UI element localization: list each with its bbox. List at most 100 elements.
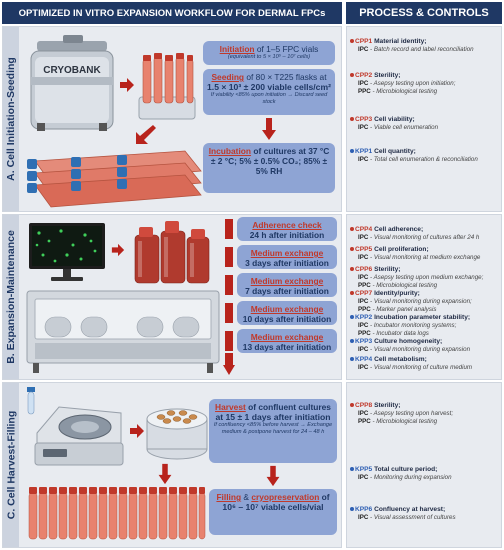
control-item-kpp6: KPP6 Confluency at harvest;IPC - Visual …: [350, 506, 500, 522]
bullet-icon: [350, 149, 354, 154]
tube-icon: [27, 387, 35, 415]
control-check: IPC - Visual monitoring during expansion…: [358, 298, 472, 306]
section-expansion-maintenance: B. Expansion-Maintenance: [2, 214, 342, 380]
control-check: PPC - Incubator data logs: [358, 329, 429, 337]
arrow-down-icon: [266, 465, 280, 487]
controls-panel-c: [346, 382, 502, 548]
bullet-icon: [350, 39, 354, 44]
control-id: CPP4: [355, 226, 373, 233]
step-harvest: Harvest of confluent cultures at 15 ± 1 …: [209, 399, 337, 463]
bullet-icon: [350, 227, 354, 232]
timeline-bar: [225, 247, 233, 267]
controls-title: PROCESS & CONTROLS: [346, 2, 502, 24]
control-title: Culture homogeneity;: [372, 338, 443, 345]
section-label-c: C. Cell Harvest-Filling: [3, 383, 19, 547]
control-check: PPC - Microbiological testing: [358, 87, 438, 95]
control-check: IPC - Batch record and label reconciliat…: [358, 46, 474, 54]
bullet-icon: [350, 267, 354, 272]
cryovial-rack-illustration: [138, 53, 196, 120]
timeline-bar: [225, 219, 233, 239]
step-initiation: Initiation of 1–5 FPC vials (equivalent …: [203, 41, 335, 65]
control-title: Material identity;: [372, 38, 427, 45]
control-item-cpp5: CPP5 Cell proliferation;IPC - Visual mon…: [350, 246, 500, 262]
control-item-cpp6: CPP6 Sterility;IPC - Asepsy testing upon…: [350, 266, 500, 289]
control-title: Total culture period;: [372, 466, 438, 473]
control-item-kpp2: KPP2 Incubation parameter stability;IPC …: [350, 314, 500, 337]
arrow-right-icon: [130, 424, 144, 438]
section-label-a: A. Cell Initiation-Seeding: [3, 27, 19, 211]
control-title: Cell adherence;: [372, 226, 424, 233]
control-title: Cell quantity;: [372, 148, 416, 155]
control-title: Cell metabolism;: [372, 356, 427, 363]
step-filling: Filling & cryopreservation of 10⁶ – 10⁷ …: [209, 489, 337, 535]
culture-flasks-illustration: [27, 150, 202, 208]
control-id: CPP5: [355, 246, 373, 253]
control-id: KPP6: [355, 506, 373, 513]
media-bottles-illustration: [134, 221, 210, 284]
bullet-icon: [350, 247, 354, 252]
microscope-monitor-illustration: [29, 223, 105, 281]
control-id: CPP1: [355, 38, 373, 45]
bullet-icon: [350, 117, 354, 122]
control-id: CPP8: [355, 402, 373, 409]
bullet-icon: [350, 507, 354, 512]
cryobank-illustration: CRYOBANK: [30, 35, 114, 131]
control-title: Sterility;: [372, 72, 401, 79]
control-check: PPC - Marker panel analysis: [358, 305, 437, 313]
control-title: Identity/purity;: [372, 290, 420, 297]
control-item-cpp4: CPP4 Cell adherence;IPC - Visual monitor…: [350, 226, 500, 242]
control-id: KPP4: [355, 356, 373, 363]
bullet-icon: [350, 467, 354, 472]
control-id: KPP2: [355, 314, 373, 321]
bullet-icon: [350, 403, 354, 408]
control-check: IPC - Incubator monitoring systems;: [358, 322, 457, 330]
incubator-cabinet-illustration: [26, 290, 220, 373]
control-id: CPP6: [355, 266, 373, 273]
control-title: Cell viability;: [372, 116, 415, 123]
control-item-cpp2: CPP2 Sterility;IPC - Asepsy testing upon…: [350, 72, 500, 95]
control-item-cpp3: CPP3 Cell viability;IPC - Viable cell en…: [350, 116, 500, 132]
section-initiation-seeding: A. Cell Initiation-Seeding CRYOBANK: [2, 26, 342, 212]
arrow-right-icon: [111, 243, 125, 257]
control-id: CPP2: [355, 72, 373, 79]
timeline-bar: [225, 275, 233, 295]
control-id: KPP5: [355, 466, 373, 473]
control-check: IPC - Monitoring during expansion: [358, 474, 452, 482]
control-title: Confluency at harvest;: [372, 506, 446, 513]
control-item-cpp1: CPP1 Material identity;IPC - Batch recor…: [350, 38, 500, 54]
arrow-down-icon: [158, 463, 172, 485]
workflow-title: OPTIMIZED IN VITRO EXPANSION WORKFLOW FO…: [2, 2, 342, 24]
control-item-kpp4: KPP4 Cell metabolism;IPC - Visual monito…: [350, 356, 500, 372]
centrifuge-illustration: [34, 406, 124, 466]
arrow-down-icon: [223, 353, 235, 375]
arrow-down-icon: [262, 118, 276, 140]
bullet-icon: [350, 315, 354, 320]
control-id: CPP7: [355, 290, 373, 297]
control-id: CPP3: [355, 116, 373, 123]
control-check: IPC - Total cell enumeration & reconcili…: [358, 156, 478, 164]
control-item-kpp3: KPP3 Culture homogeneity;IPC - Visual mo…: [350, 338, 500, 354]
cryovials-filled-illustration: [28, 487, 206, 540]
control-check: IPC - Visual assessment of cultures: [358, 514, 456, 522]
arrow-down-left-icon: [136, 125, 156, 144]
bullet-icon: [350, 73, 354, 78]
control-id: KPP1: [355, 148, 373, 155]
step-seeding: Seeding of 80 × T225 flasks at 1.5 × 10³…: [203, 69, 335, 115]
bullet-icon: [350, 357, 354, 362]
control-check: IPC - Asepsy testing upon medium exchang…: [358, 274, 484, 282]
control-check: IPC - Asepsy testing upon initiation;: [358, 80, 456, 88]
control-check: IPC - Visual monitoring at medium exchan…: [358, 254, 481, 262]
controls-panel-b: [346, 214, 502, 380]
control-check: IPC - Viable cell enumeration: [358, 124, 439, 132]
control-check: IPC - Visual monitoring of culture mediu…: [358, 364, 473, 372]
svg-text:CRYOBANK: CRYOBANK: [43, 65, 101, 76]
control-check: PPC - Microbiological testing: [358, 281, 438, 289]
control-title: Sterility;: [372, 402, 401, 409]
section-label-b: B. Expansion-Maintenance: [3, 215, 19, 379]
